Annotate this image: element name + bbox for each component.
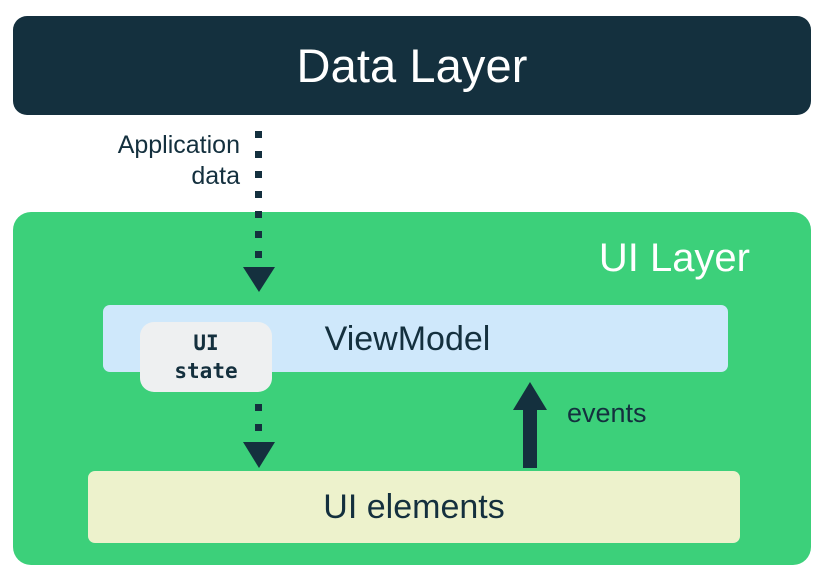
events-label: events	[567, 398, 647, 428]
viewmodel-label: ViewModel	[324, 319, 491, 358]
data-layer-box: Data Layer	[13, 16, 811, 115]
application-data-label-line1: Application	[117, 131, 240, 159]
data-layer-title: Data Layer	[296, 39, 528, 92]
ui-elements-label: UI elements	[323, 488, 505, 526]
ui-layer-title: UI Layer	[598, 236, 750, 280]
ui-state-chip-line2: state	[174, 359, 238, 383]
application-data-label: Application data	[60, 130, 240, 192]
ui-elements-box: UI elements	[88, 471, 740, 543]
ui-state-chip-line1: UI	[193, 331, 219, 355]
application-data-label-line2: data	[191, 162, 240, 190]
ui-state-chip: UI state	[140, 322, 272, 392]
